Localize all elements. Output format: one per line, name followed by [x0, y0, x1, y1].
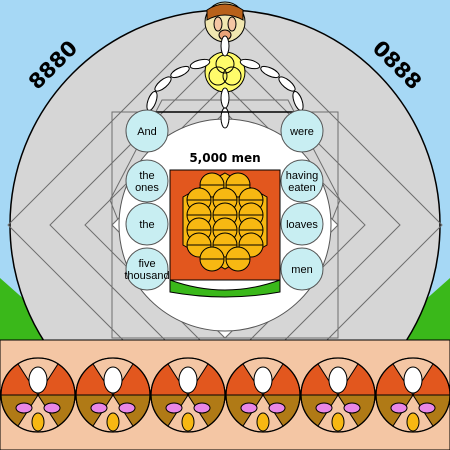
right-word-circle-shape	[280, 109, 324, 153]
left-word-circle-shape	[125, 159, 169, 203]
right-word-circle-3: loaves	[280, 202, 324, 246]
left-word-text: the	[139, 219, 154, 231]
bottom-pattern-circle	[300, 357, 376, 433]
right-word-circle-shape	[280, 202, 324, 246]
left-word-text: ones	[135, 182, 159, 194]
right-word-text: eaten	[288, 182, 316, 194]
right-word-circle-shape	[280, 159, 324, 203]
right-word-text: loaves	[286, 219, 318, 231]
left-word-circle-1: And	[125, 109, 169, 153]
leaf-chain	[146, 35, 304, 129]
right-word-text: men	[291, 264, 312, 276]
left-word-circle-shape	[125, 109, 169, 153]
right-word-circle-shape	[280, 247, 324, 291]
right-word-text: were	[289, 126, 314, 138]
left-word-text: thousand	[124, 270, 169, 282]
bottom-pattern-row	[0, 357, 450, 433]
left-word-text: five	[138, 258, 155, 270]
bottom-pattern-circle	[225, 357, 301, 433]
left-word-circle-shape	[125, 202, 169, 246]
bottom-pattern-circle	[150, 357, 226, 433]
left-word-circle-shape	[125, 247, 169, 291]
top-face-figure	[204, 1, 246, 43]
center-title: 5,000 men	[189, 151, 260, 165]
left-word-text: And	[137, 126, 157, 138]
right-word-text: having	[286, 170, 318, 182]
bottom-pattern-circle	[375, 357, 450, 433]
left-word-circle-3: the	[125, 202, 169, 246]
left-word-text: the	[139, 170, 154, 182]
right-word-circle-1: were	[280, 109, 324, 153]
right-word-circle-4: men	[280, 247, 324, 291]
bottom-pattern-circle	[0, 357, 76, 433]
yellow-flower-circle	[204, 51, 246, 93]
loaves-pattern	[186, 172, 264, 272]
bottom-pattern-circle	[75, 357, 151, 433]
